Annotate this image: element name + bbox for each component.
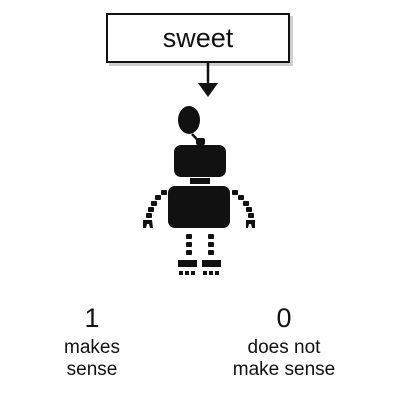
prompt-word: sweet — [162, 22, 234, 53]
word-box: sweet — [106, 13, 290, 63]
option-label: does not make sense — [232, 337, 336, 380]
option-value: 1 — [84, 303, 100, 333]
option-does-not-make-sense: 0 does not make sense — [212, 303, 356, 381]
option-label: makes sense — [64, 337, 120, 380]
option-makes-sense: 1 makes sense — [40, 303, 144, 381]
option-value: 0 — [276, 303, 292, 333]
